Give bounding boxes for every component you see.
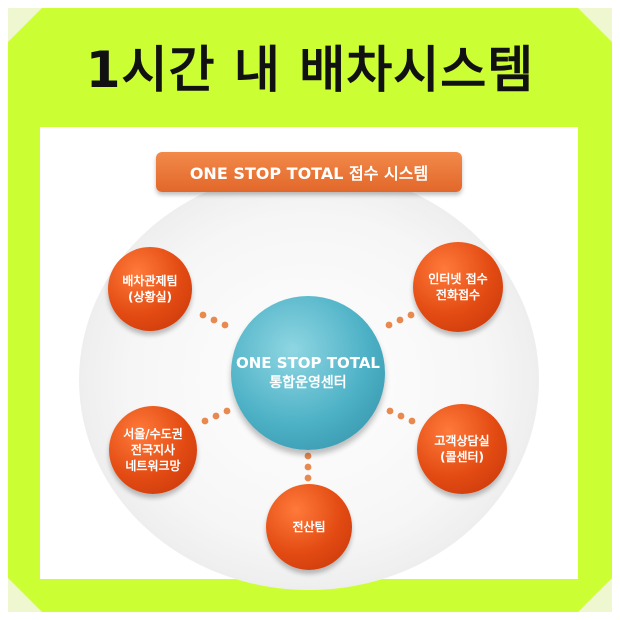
node-label-line: (상황실) [127,290,173,304]
connector-dot [304,474,312,482]
corner-fold-top-left [8,8,42,42]
connector-dot [407,311,415,319]
diagram-panel: ONE STOP TOTAL 접수 시스템 [40,127,578,591]
node-label-line: 네트워크망 [125,459,181,473]
system-banner: ONE STOP TOTAL 접수 시스템 [156,152,462,192]
hub-operations-center: ONE STOP TOTAL 통합운영센터 [231,296,385,450]
connector-dot [199,311,207,319]
connector-dot [201,417,209,425]
node-internet-phone: 인터넷 접수 전화접수 [413,242,503,332]
connector-dot [408,417,416,425]
connector-dot [210,316,218,324]
hub-line-2: 통합운영센터 [269,375,347,391]
headline: 1시간 내 배차시스템 [85,41,535,99]
connector-dot [304,452,312,460]
connector-dot [386,407,394,415]
node-label-line: (콜센터) [439,450,485,464]
node-seoul-network: 서울/수도권 전국지사 네트워크망 [109,406,197,494]
connector-dot [212,412,220,420]
corner-fold-top-right [578,8,612,42]
node-label-line: 고객상담실 [434,434,490,448]
connector-dot [385,321,393,329]
node-label-line: 전화접수 [435,288,481,302]
node-label-line: 전산팀 [292,520,326,534]
connector-dot [396,316,404,324]
connector-dot [221,321,229,329]
node-label-line: 배차관제팀 [122,274,178,288]
connector-dot [304,463,312,471]
node-label-line: 인터넷 접수 [428,272,488,286]
connector-dot [223,407,231,415]
connector-dots [199,311,416,482]
node-label-line: 서울/수도권 [123,427,183,441]
hub-line-1: ONE STOP TOTAL [236,354,380,372]
node-it-team: 전산팀 [266,484,352,570]
corner-fold-bottom-left [8,578,42,612]
node-dispatch-control: 배차관제팀 (상황실) [108,247,192,331]
corner-fold-bottom-right [578,578,612,612]
node-label-line: 전국지사 [130,443,176,457]
connector-dot [397,412,405,420]
node-customer-call: 고객상담실 (콜센터) [417,404,507,494]
